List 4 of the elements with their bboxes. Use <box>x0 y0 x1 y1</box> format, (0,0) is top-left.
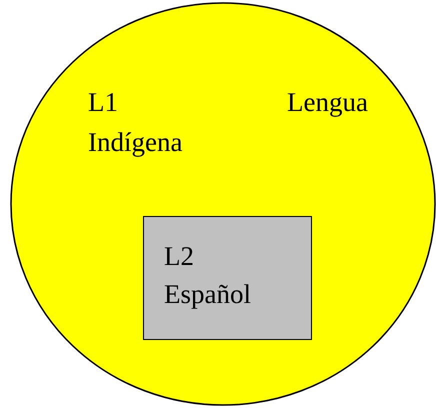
nested-box <box>143 216 312 340</box>
region-label: L1 Lengua Indígena <box>88 86 368 159</box>
ellipse-region <box>10 2 436 406</box>
box-label: L2 Español <box>164 240 252 311</box>
